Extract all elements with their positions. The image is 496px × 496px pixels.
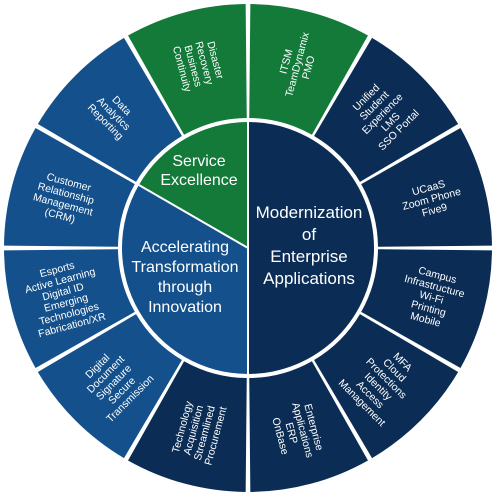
segment-enterprise-apps xyxy=(249,361,368,492)
core-line: Accelerating xyxy=(141,239,229,256)
segment-tech-acquisition xyxy=(128,361,247,492)
core-line: Enterprise xyxy=(270,247,347,266)
core-line: through xyxy=(158,279,212,296)
segment-mfa xyxy=(314,314,459,459)
core-modernization xyxy=(248,122,374,374)
segment-unified-student xyxy=(314,37,459,182)
core-line: Applications xyxy=(263,269,355,288)
core-accelerating xyxy=(121,185,248,374)
core-divider xyxy=(138,184,249,249)
segment-campus-infra xyxy=(361,249,492,368)
segment-disaster-recovery xyxy=(128,4,247,135)
segment-data-analytics xyxy=(37,37,182,182)
core-line: Innovation xyxy=(148,299,222,316)
segment-line: PMO xyxy=(300,54,318,80)
segment-crm xyxy=(4,128,135,247)
segment-itsm xyxy=(249,4,368,135)
core-line: Excellence xyxy=(160,172,237,189)
core-line: of xyxy=(302,225,316,244)
segment-esports xyxy=(4,249,135,368)
segment-line: ERP xyxy=(283,421,300,445)
core-line: Service xyxy=(172,153,225,170)
segment-ucaas xyxy=(361,128,492,247)
segment-digital-doc xyxy=(37,314,182,459)
core-line: Transformation xyxy=(132,259,239,276)
core-service-excellence xyxy=(138,122,248,248)
core-line: Modernization xyxy=(256,203,363,222)
